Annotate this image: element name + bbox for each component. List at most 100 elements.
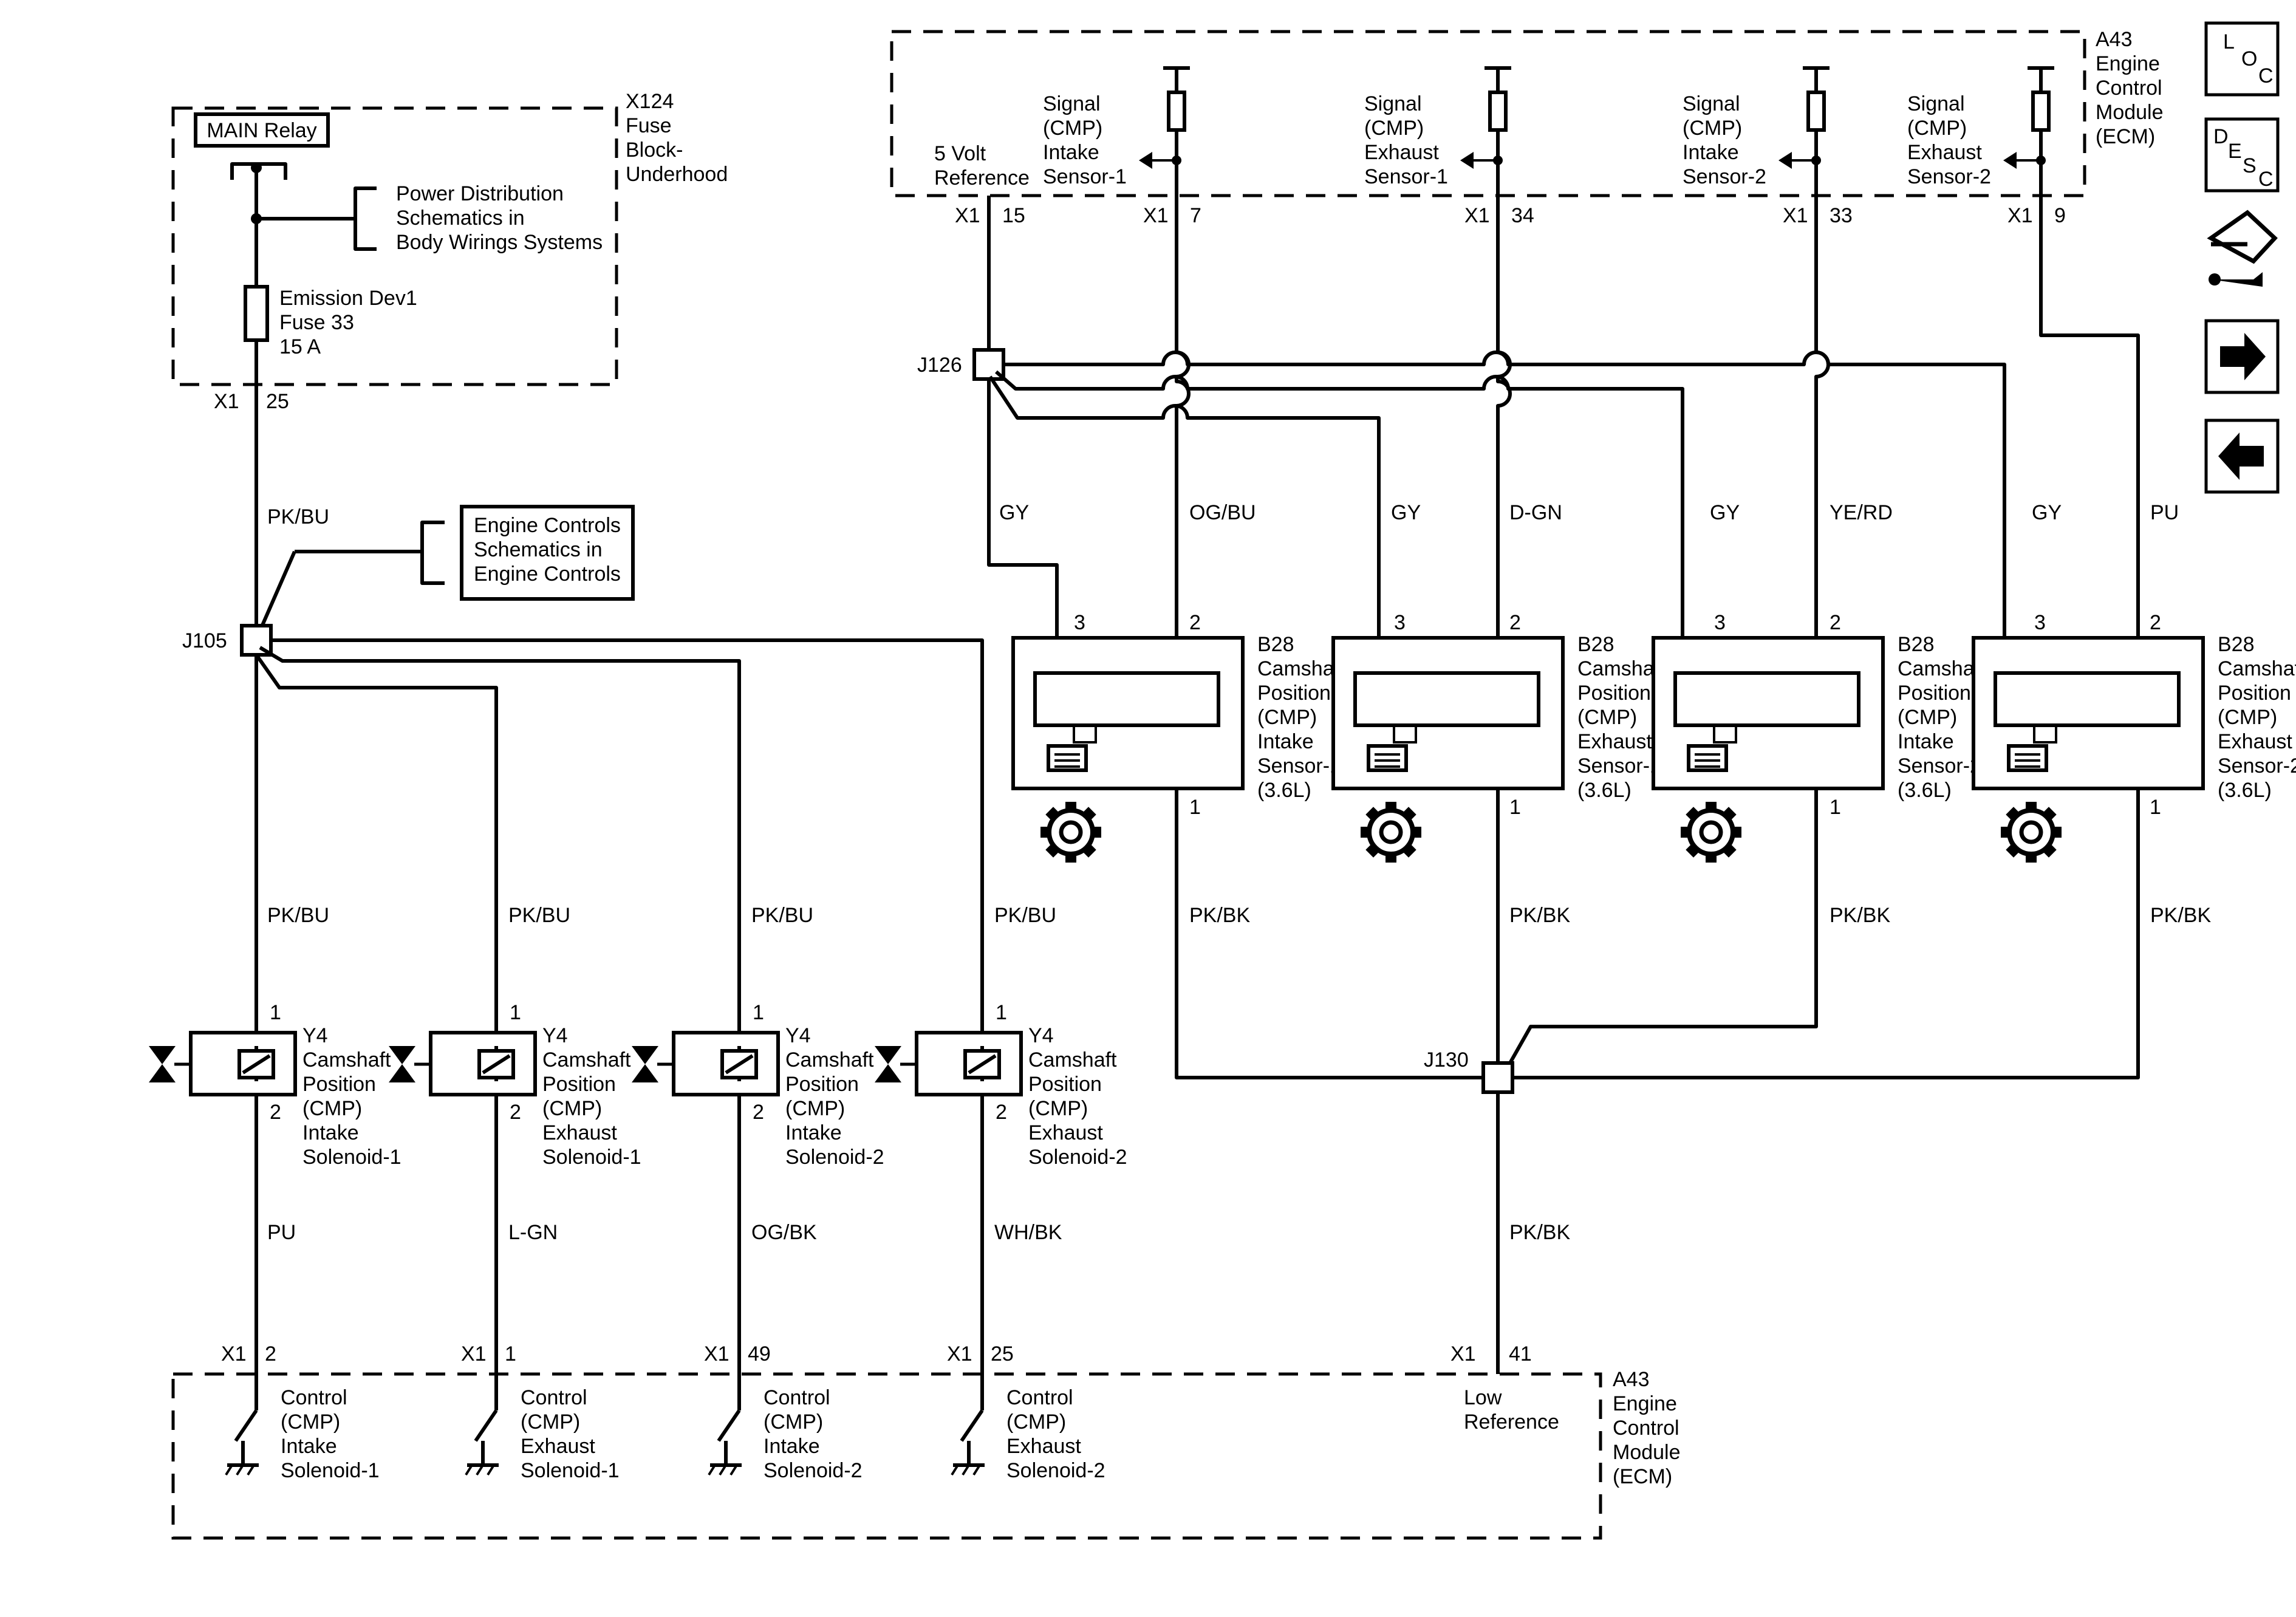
sol-ctrl-wire-color: OG/BK [751, 1221, 817, 1244]
solenoid-pin-1: 1 [996, 1001, 1007, 1024]
ecm-control-label: Intake [764, 1435, 820, 1458]
solenoid-label: Camshaft [785, 1048, 874, 1072]
sig-wire-color-3: YE/RD [1830, 501, 1893, 524]
ecm-control-conn: X1 [461, 1342, 487, 1366]
valve-icon [875, 1046, 901, 1082]
splice-j105: J105 [182, 624, 984, 1046]
pullup-resistor-icon [1167, 91, 1186, 132]
fuse-33-icon [244, 285, 269, 342]
sensor-label: Camshaft [1898, 657, 1986, 680]
ecm-top-label-5: (ECM) [2096, 125, 2155, 148]
cmp-solenoid-4: 12Y4CamshaftPosition(CMP)ExhaustSolenoid… [875, 1001, 1127, 1374]
ecm-signal-conn: X1 [1143, 204, 1169, 227]
sensor-low-color-4: PK/BK [2150, 904, 2211, 927]
sensor-label: Camshaft [1577, 657, 1666, 680]
solenoid-label: Camshaft [1028, 1048, 1117, 1072]
solenoid-pin-1: 1 [270, 1001, 281, 1024]
ecm-control-label: Control [521, 1386, 587, 1409]
ecm-top-label-3: Control [2096, 77, 2162, 100]
gear-icon [2001, 802, 2062, 863]
ecm-ref-pin: 15 [1002, 204, 1025, 227]
ecm-control-conn: X1 [704, 1342, 729, 1366]
fuse-block-label-4: Underhood [626, 163, 728, 186]
fuse-label-1: Emission Dev1 [279, 287, 417, 310]
solenoid-pin-1: 1 [753, 1001, 764, 1024]
ecm-signal-label: (CMP) [1683, 117, 1742, 140]
fuse-pin-label: 25 [266, 390, 289, 413]
ecm-signal-pin: 9 [2054, 204, 2066, 227]
main-relay-box [194, 112, 330, 148]
feed-wire-color: PK/BU [267, 505, 329, 528]
splice-j105-label: J105 [182, 629, 227, 652]
ecm-5v-ref-2: Reference [934, 166, 1030, 190]
sensor-low-color-2: PK/BK [1509, 904, 1570, 927]
ecm-control-pin: 2 [265, 1342, 276, 1366]
sol-feed-color-3: PK/BU [751, 904, 813, 927]
next-page-button[interactable] [2204, 319, 2280, 394]
solenoid-label: Solenoid-1 [302, 1146, 401, 1169]
sensor-label: (3.6L) [2218, 779, 2272, 802]
arrow-right-icon [2220, 333, 2266, 380]
cmp-sensor-4: 321B28CamshaftPosition(CMP)ExhaustSensor… [1972, 611, 2296, 863]
low-ref-label-1: Low [1464, 1386, 1502, 1409]
solenoid-label: Exhaust [542, 1121, 617, 1144]
ecm-control-label: (CMP) [1006, 1410, 1066, 1434]
ecm-signal-label: Signal [1364, 92, 1422, 115]
ecm-bottom-label-5: (ECM) [1613, 1465, 1672, 1488]
sensor-label: (CMP) [1898, 706, 1957, 729]
solenoid-label: Y4 [785, 1024, 811, 1047]
previous-page-button[interactable] [2204, 419, 2280, 494]
desc-letter-4: C [2258, 168, 2274, 191]
solenoid-label: Y4 [302, 1024, 328, 1047]
sensor-label: Exhaust [1577, 730, 1652, 753]
loc-button[interactable]: L O C [2204, 21, 2280, 97]
ecm-signal-label: (CMP) [1364, 117, 1424, 140]
engine-ref-1: Engine Controls [474, 514, 621, 537]
valve-icon [632, 1046, 658, 1082]
fuse-label-2: Fuse 33 [279, 311, 354, 334]
ecm-top: A43 Engine Control Module (ECM) 5 Volt R… [890, 28, 2164, 638]
arrow-left-icon [2218, 432, 2264, 480]
ecm-control-label: Solenoid-2 [1006, 1459, 1105, 1482]
ecm-signal-label: Sensor-2 [1683, 165, 1766, 188]
sol-ctrl-wire-color: PU [267, 1221, 296, 1244]
ecm-signal-label: Exhaust [1364, 141, 1439, 164]
ecm-signal-conn: X1 [1464, 204, 1490, 227]
harness-connector-button[interactable] [2207, 210, 2278, 287]
fuse-connector-label: X1 [214, 390, 239, 413]
main-relay-label: MAIN Relay [207, 119, 316, 142]
sensor-pin-1: 1 [1509, 796, 1521, 819]
ecm-bottom-label-2: Engine [1613, 1392, 1677, 1415]
solenoid-pin-2: 2 [996, 1101, 1007, 1124]
sol-feed-color-4: PK/BU [994, 904, 1056, 927]
ecm-control-label: Solenoid-1 [521, 1459, 620, 1482]
cmp-solenoid-2: 12Y4CamshaftPosition(CMP)ExhaustSolenoid… [389, 1001, 641, 1374]
sensor-label: (3.6L) [1898, 779, 1952, 802]
ecm-signal-label: Signal [1907, 92, 1965, 115]
sensor-label: Camshaft [2218, 657, 2296, 680]
ecm-control-label: (CMP) [281, 1410, 340, 1434]
sensor-pin-1: 1 [2150, 796, 2161, 819]
ecm-bottom-label-1: A43 [1613, 1368, 1650, 1391]
ecm-control-label: Exhaust [521, 1435, 595, 1458]
sig-wire-color-2: D-GN [1509, 501, 1562, 524]
pullup-resistor-icon [2031, 91, 2051, 132]
ecm-control-label: Control [281, 1386, 347, 1409]
sig-wire-color-4: PU [2150, 501, 2179, 524]
ecm-signal-pin: 7 [1190, 204, 1201, 227]
ecm-signal-label: Sensor-1 [1043, 165, 1127, 188]
valve-icon [149, 1046, 176, 1082]
solenoid-label: Solenoid-2 [785, 1146, 884, 1169]
sensor-pin-1: 1 [1189, 796, 1201, 819]
gy-wire-4: GY [2032, 501, 2062, 524]
ecm-bottom-label-4: Module [1613, 1441, 1681, 1464]
desc-button[interactable]: D E S C [2204, 117, 2280, 193]
splice-j130: J130 PK/BK PK/BK PK/BK PK/BK PK/BK [1175, 788, 2211, 1374]
fuse-block-label-2: Fuse [626, 114, 672, 137]
sensor-label: Sensor-2 [1898, 754, 1981, 778]
